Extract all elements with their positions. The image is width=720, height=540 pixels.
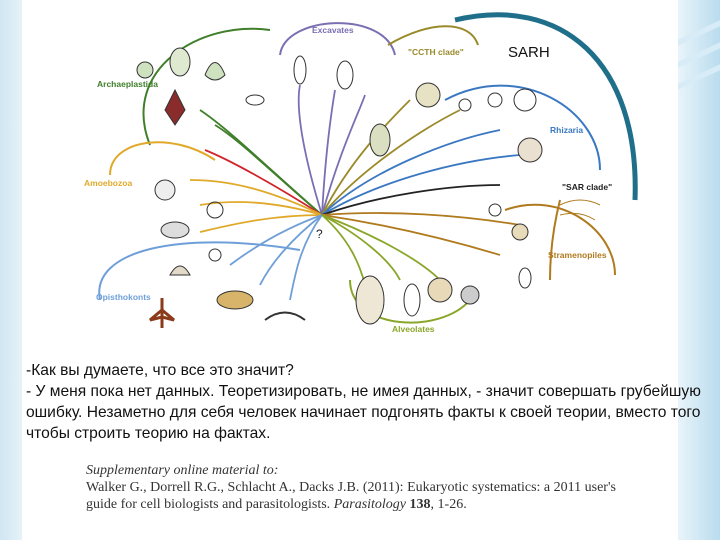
- reference-volume: 138: [409, 497, 431, 512]
- reference-journal: Parasitology: [333, 497, 407, 512]
- reference-authors-title: Walker G., Dorrell R.G., Schlacht A., Da…: [86, 480, 616, 512]
- slide: Excavates "CCTH clade" Archaeplastida Rh…: [22, 0, 701, 540]
- alveolates-outline: [349, 279, 471, 324]
- archaeplastida-outline: [142, 27, 271, 146]
- label-archaeplastida: Archaeplastida: [97, 79, 158, 89]
- organism-sketches: [136, 47, 601, 328]
- label-sar: "SAR clade": [562, 182, 612, 192]
- label-stramenopiles: Stramenopiles: [548, 250, 607, 260]
- eukaryote-tree-diagram: Excavates "CCTH clade" Archaeplastida Rh…: [84, 12, 638, 334]
- label-ccth: "CCTH clade": [408, 47, 464, 57]
- sarh-arc: [454, 12, 638, 201]
- label-rhizaria: Rhizaria: [550, 125, 583, 135]
- reference-block: Supplementary online material to: Walker…: [86, 462, 646, 513]
- opisthokonts-outline: [98, 241, 301, 301]
- question-mark: ?: [316, 227, 323, 241]
- quote-text: -Как вы думаете, что все это значит? - У…: [26, 362, 701, 442]
- stramenopiles-outline: [504, 203, 616, 276]
- ccth-outline: [387, 25, 479, 46]
- rhizaria-outline: [444, 84, 601, 171]
- label-opisthokonts: Opisthokonts: [96, 292, 151, 302]
- reference-pages: , 1-26.: [430, 497, 467, 512]
- slide-right-edge: [678, 0, 720, 540]
- reference-heading: Supplementary online material to:: [86, 463, 279, 478]
- label-amoebozoa: Amoebozoa: [84, 178, 132, 188]
- tree-branches: [189, 84, 521, 301]
- reference-citation: Walker G., Dorrell R.G., Schlacht A., Da…: [86, 479, 646, 513]
- excavates-outline: [279, 22, 396, 56]
- label-alveolates: Alveolates: [392, 324, 435, 334]
- label-excavates: Excavates: [312, 25, 354, 35]
- amoebozoa-outline: [109, 141, 216, 176]
- sarh-label: SARH: [508, 44, 550, 61]
